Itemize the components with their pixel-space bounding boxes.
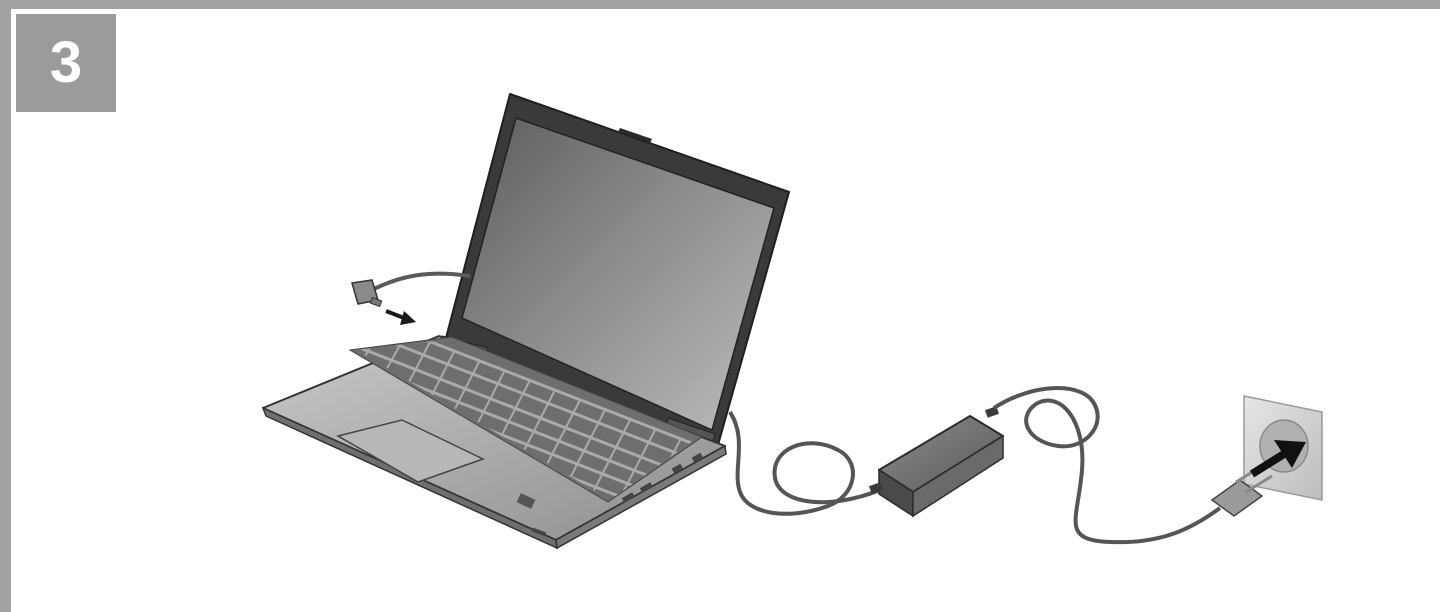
ac-adapter-icon xyxy=(869,406,1003,516)
laptop-icon xyxy=(263,94,789,548)
arrow-icon xyxy=(386,311,416,325)
dc-connector-icon xyxy=(352,280,382,307)
